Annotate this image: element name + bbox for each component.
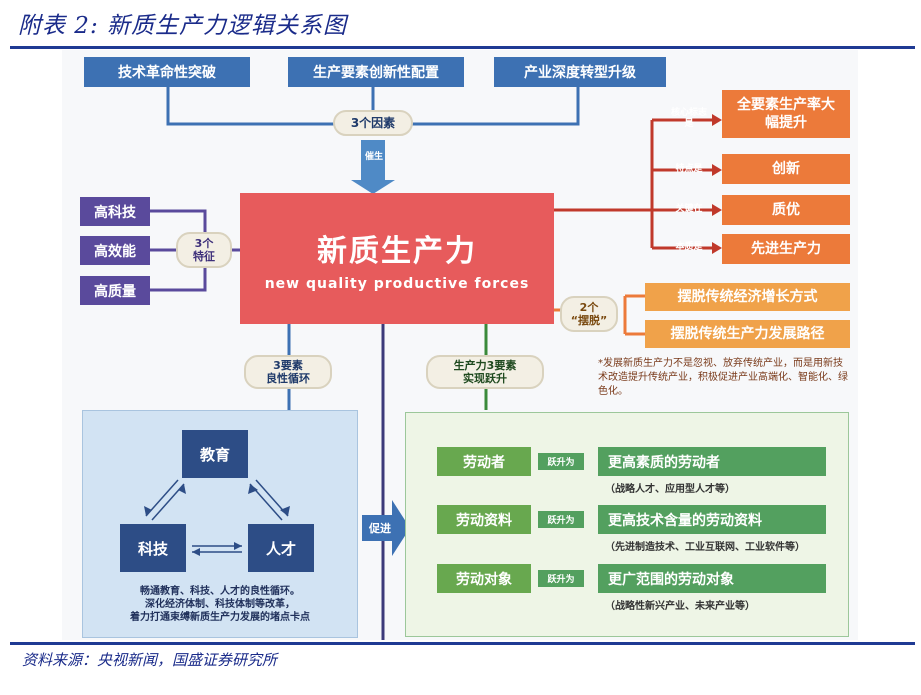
leap-from-2: 劳动资料 <box>437 505 531 534</box>
node-technology: 科技 <box>120 524 186 572</box>
breakaway-badge-line1: 2个 <box>579 301 599 314</box>
feature-box-3: 高质量 <box>80 276 150 305</box>
cycle-caption-line1: 畅通教育、科技、人才的良性循环。 <box>140 586 300 597</box>
factor-box-1: 技术革命性突破 <box>84 57 250 87</box>
breakaway-item-2: 摆脱传统生产力发展路径 <box>645 320 850 348</box>
feature-box-2: 高效能 <box>80 236 150 265</box>
bottom-rule <box>10 642 915 645</box>
features-badge: 3个 特征 <box>176 232 232 268</box>
produce-arrow-icon <box>351 140 395 194</box>
breakaway-note: *发展新质生产力不是忽视、放弃传统产业，而是用新技术改造提升传统产业，积极促进产… <box>598 358 848 397</box>
node-education: 教育 <box>182 430 248 478</box>
leap-sub-1: （战略人才、应用型人才等） <box>605 484 735 495</box>
breakaway-badge: 2个 “摆脱” <box>560 296 618 332</box>
leap-sub-3: （战略性新兴产业、未来产业等） <box>605 601 755 612</box>
center-title-en: new quality productive forces <box>264 275 530 292</box>
factors-badge: 3个因素 <box>333 110 413 136</box>
leap-arrow-3: 跃升为 <box>538 570 584 587</box>
factor-box-3: 产业深度转型升级 <box>494 57 666 87</box>
leap-to-3: 更广范围的劳动对象 <box>598 564 826 593</box>
elements-badge-line1: 3要素 <box>273 359 303 372</box>
features-badge-line1: 3个 <box>194 237 214 250</box>
promote-label: 促进 <box>369 522 391 535</box>
top-rule <box>10 46 915 49</box>
elements-badge: 3要素 良性循环 <box>244 355 332 389</box>
breakaway-item-1: 摆脱传统经济增长方式 <box>645 283 850 311</box>
leap-to-1: 更高素质的劳动者 <box>598 447 826 476</box>
right-item-1: 全要素生产率大幅提升 <box>722 90 850 138</box>
produce-label: 催生 <box>364 152 383 162</box>
right-item-2: 创新 <box>722 154 850 184</box>
page-title: 附表 2: 新质生产力逻辑关系图 <box>18 13 348 39</box>
source-note: 资料来源：央视新闻，国盛证券研究所 <box>22 651 278 669</box>
cycle-caption-line3: 着力打通束缚新质生产力发展的堵点卡点 <box>130 612 310 623</box>
right-tag-2: 特点是 <box>675 164 703 174</box>
right-item-3: 质优 <box>722 195 850 225</box>
leap-sub-2: （先进制造技术、工业互联网、工业软件等） <box>605 542 805 553</box>
center-node: 新质生产力 new quality productive forces <box>240 193 554 324</box>
promote-arrow-icon <box>362 500 410 556</box>
node-talent: 人才 <box>248 524 314 572</box>
right-tag-4: 本质是 <box>675 242 703 252</box>
leap-from-1: 劳动者 <box>437 447 531 476</box>
elements-badge-line2: 良性循环 <box>266 372 310 385</box>
cycle-arrows <box>144 479 290 556</box>
breakaway-badge-line2: “摆脱” <box>570 314 608 327</box>
feature-box-1: 高科技 <box>80 197 150 226</box>
right-item-4: 先进生产力 <box>722 234 850 264</box>
right-tag-3: 关键在 <box>675 204 703 214</box>
cycle-caption-line2: 深化经济体制、科技体制等改革， <box>145 599 295 610</box>
center-title-cn: 新质生产力 <box>317 233 477 269</box>
leap-to-2: 更高技术含量的劳动资料 <box>598 505 826 534</box>
productivity-badge-line1: 生产力3要素 <box>453 359 517 372</box>
productivity-badge: 生产力3要素 实现跃升 <box>426 355 544 389</box>
factor-box-2: 生产要素创新性配置 <box>288 57 464 87</box>
productivity-badge-line2: 实现跃升 <box>463 372 507 385</box>
leap-arrow-2: 跃升为 <box>538 511 584 528</box>
cycle-caption: 畅通教育、科技、人才的良性循环。 深化经济体制、科技体制等改革， 着力打通束缚新… <box>84 585 356 624</box>
leap-from-3: 劳动对象 <box>437 564 531 593</box>
right-tag-1: 核心标志是 <box>670 108 707 129</box>
leap-arrow-1: 跃升为 <box>538 453 584 470</box>
features-badge-line2: 特征 <box>193 250 215 263</box>
